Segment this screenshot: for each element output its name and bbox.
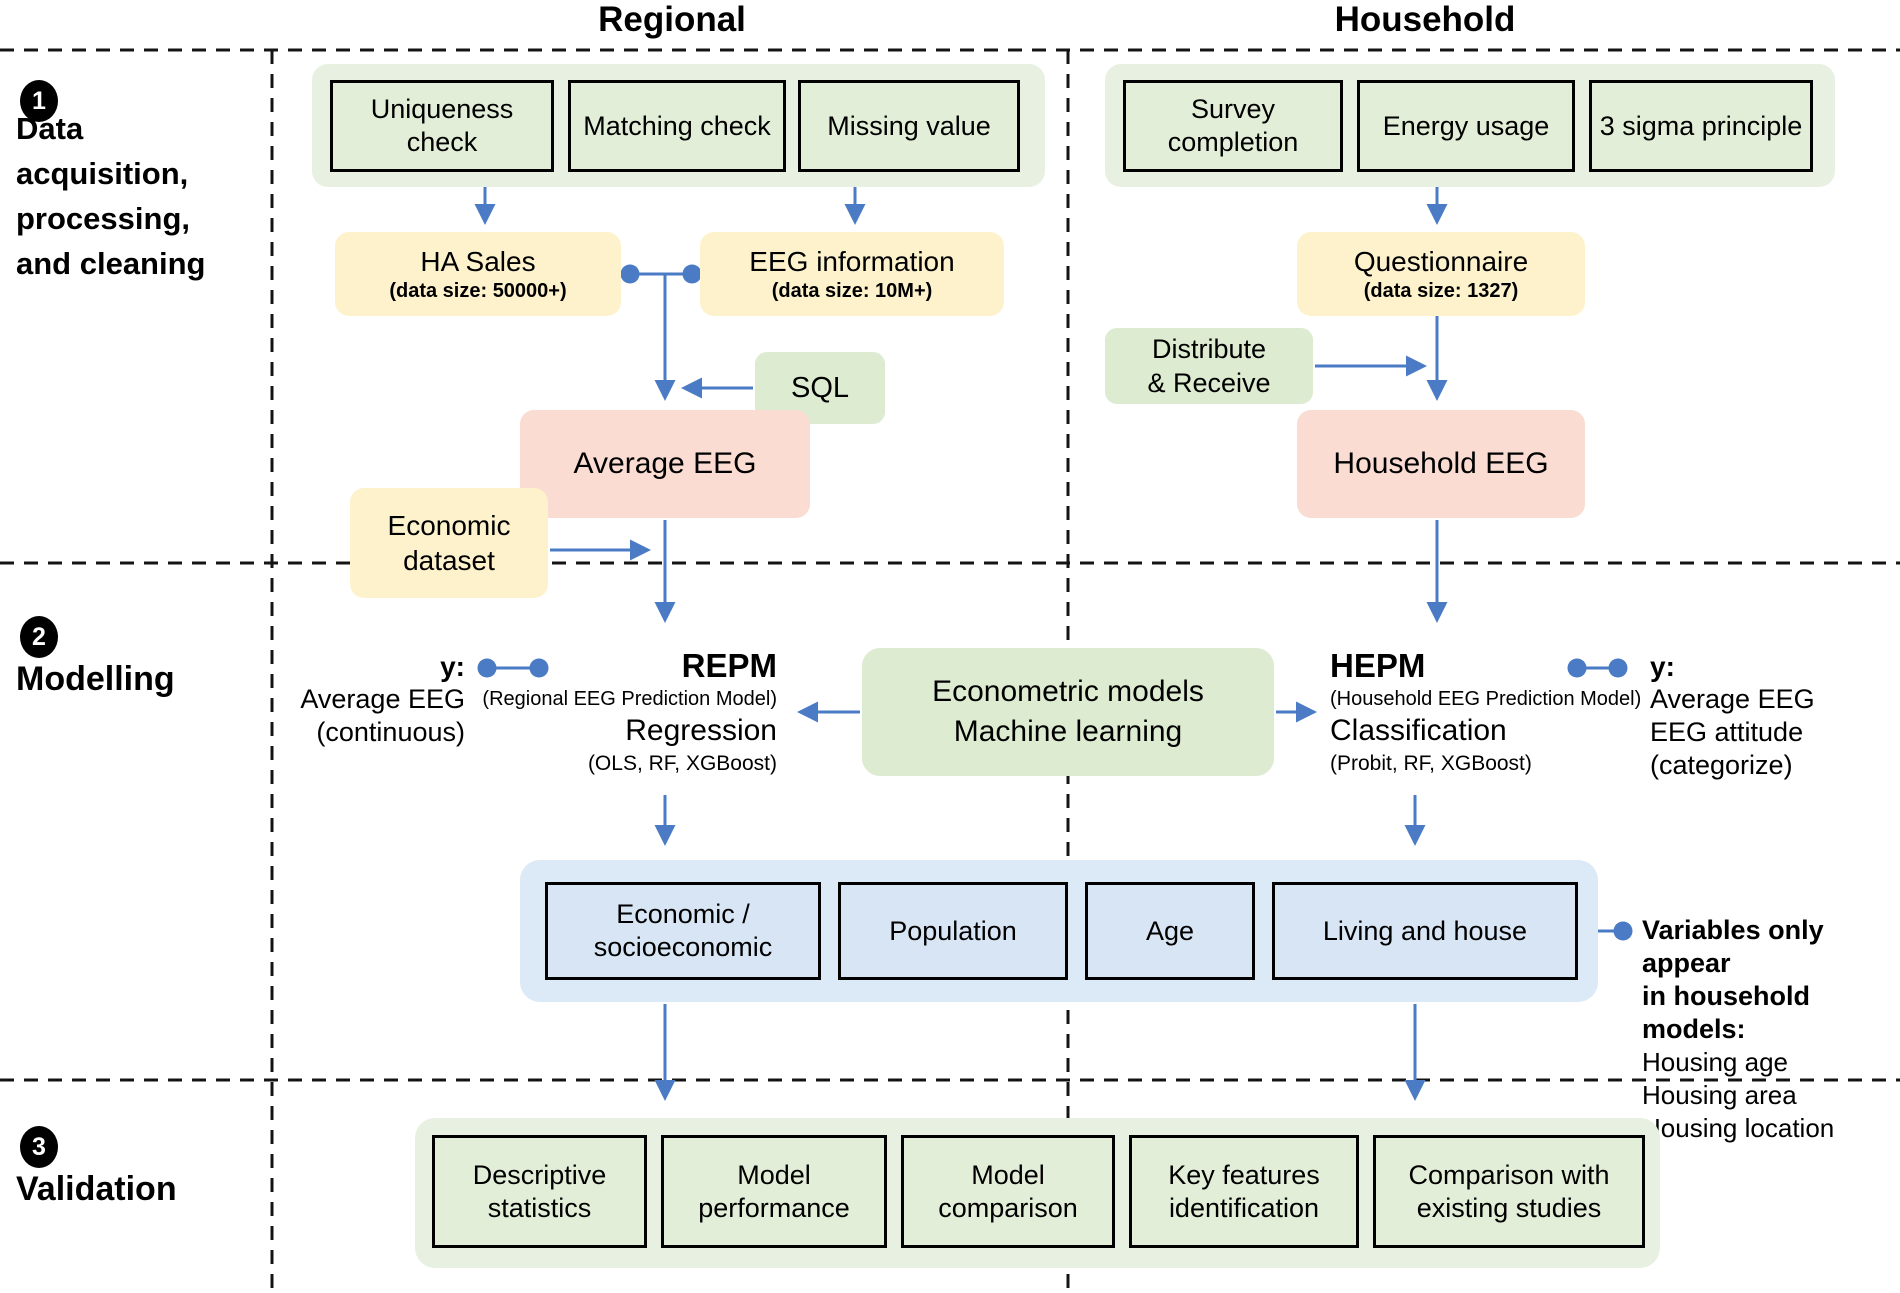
node-hepm: HEPM (Household EEG Prediction Model) Cl… — [1330, 646, 1670, 778]
repm-method: Regression — [625, 714, 777, 747]
node-model-performance: Model performance — [661, 1135, 887, 1248]
node-survey-completion: Survey completion — [1123, 80, 1343, 172]
repm-target-variable: y: Average EEG (continuous) — [300, 651, 465, 747]
connector-dots — [477, 264, 1633, 941]
node-repm: REPM (Regional EEG Prediction Model) Reg… — [455, 646, 777, 778]
household-only-variables-note: Variables only appear in household model… — [1642, 915, 1835, 1143]
node-age: Age — [1085, 882, 1255, 980]
node-economic-dataset: Economic dataset — [350, 488, 548, 598]
step-3-label: Validation — [16, 1170, 177, 1208]
node-matching-check: Matching check — [568, 80, 786, 172]
dot-yright — [1608, 658, 1628, 678]
node-questionnaire: Questionnaire (data size: 1327) — [1297, 232, 1585, 316]
node-missing-value: Missing value — [798, 80, 1020, 172]
node-household-eeg: Household EEG — [1297, 410, 1585, 518]
node-descriptive-statistics: Descriptive statistics — [432, 1135, 647, 1248]
hepm-method: Classification — [1330, 714, 1507, 747]
node-living-and-house: Living and house — [1272, 882, 1578, 980]
node-economic-socioeconomic: Economic / socioeconomic — [545, 882, 821, 980]
step-3-badge: 3 — [20, 1126, 58, 1168]
ha-sales-size: (data size: 50000+) — [389, 279, 567, 302]
node-comparison-existing-studies: Comparison with existing studies — [1373, 1135, 1645, 1248]
dot-repm — [529, 658, 549, 678]
node-eeg-information: EEG information (data size: 10M+) — [700, 232, 1004, 316]
eeg-information-title: EEG information — [749, 245, 955, 277]
eeg-information-size: (data size: 10M+) — [771, 279, 933, 302]
node-econometric-models: Econometric models Machine learning — [862, 648, 1274, 776]
dot-yleft — [477, 658, 497, 678]
column-header-regional: Regional — [598, 0, 746, 39]
repm-algorithms: (OLS, RF, XGBoost) — [587, 752, 777, 775]
step-1-badge: 1 — [20, 80, 58, 122]
repm-full-name: (Regional EEG Prediction Model) — [482, 688, 777, 710]
dot-hasales — [620, 264, 640, 284]
dot-note — [1613, 921, 1633, 941]
hepm-algorithms: (Probit, RF, XGBoost) — [1330, 752, 1532, 775]
hepm-name: HEPM — [1330, 647, 1426, 684]
hepm-target-variable: y: Average EEG EEG attitude (categorize) — [1650, 651, 1815, 780]
questionnaire-size: (data size: 1327) — [1363, 279, 1519, 302]
node-population: Population — [838, 882, 1068, 980]
node-model-comparison: Model comparison — [901, 1135, 1115, 1248]
questionnaire-title: Questionnaire — [1353, 245, 1529, 277]
node-average-eeg: Average EEG — [520, 410, 810, 518]
dot-eeginfo — [682, 264, 702, 284]
node-energy-usage: Energy usage — [1357, 80, 1575, 172]
column-header-household: Household — [1334, 0, 1516, 39]
node-ha-sales: HA Sales (data size: 50000+) — [335, 232, 621, 316]
ha-sales-title: HA Sales — [420, 245, 536, 277]
node-3-sigma-principle: 3 sigma principle — [1589, 80, 1813, 172]
node-distribute-receive: Distribute & Receive — [1105, 328, 1313, 404]
step-2-label: Modelling — [16, 660, 175, 698]
hepm-full-name: (Household EEG Prediction Model) — [1330, 688, 1642, 710]
repm-name: REPM — [681, 647, 777, 684]
node-key-features-identification: Key features identification — [1129, 1135, 1359, 1248]
step-1-label: Data acquisition, processing, and cleani… — [16, 111, 206, 281]
dot-hepm — [1567, 658, 1587, 678]
step-2-badge: 2 — [20, 616, 58, 658]
node-uniqueness-check: Uniqueness check — [330, 80, 554, 172]
